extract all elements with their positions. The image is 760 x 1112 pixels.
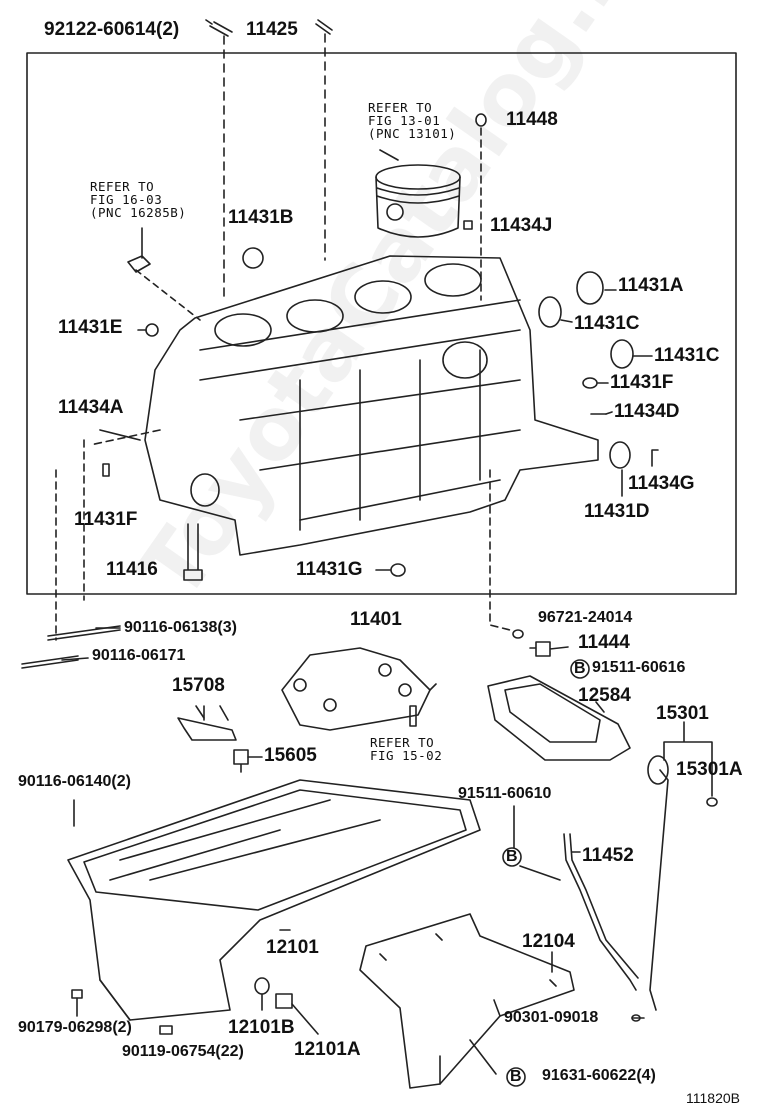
plug-11431F-l-drawing [102,463,110,477]
part-label-90116-06171: 90116-06171 [92,647,186,664]
baffle-12584-drawing [487,675,631,761]
stud-90116-06171-drawing [21,655,79,669]
part-label-92122-60614: 92122-60614(2) [44,19,180,40]
part-label-15605: 15605 [264,745,317,766]
leader-11434A [99,429,141,441]
part-label-11431B: 11431B [228,207,294,228]
figure-id: 111820B [686,1090,740,1106]
part-label-12101: 12101 [266,937,319,958]
leader-90116-06171 [61,657,89,661]
part-label-11431C-2: 11431C [654,345,720,366]
plug-11434J-drawing [463,220,473,230]
part-label-11431D: 11431D [584,501,650,522]
bolt-11416-drawing [183,523,203,581]
part-label-11431F-left: 11431F [74,509,138,530]
washer-90301-drawing [631,1014,641,1022]
dipstick-handle-drawing [647,755,669,785]
part-label-11431F-right: 11431F [610,372,674,393]
part-label-11434G: 11434G [628,473,695,494]
dipstick-15301-drawing [649,769,669,1011]
leader-12584 [595,701,605,713]
piston-drawing [375,149,461,238]
part-label-11431G: 11431G [296,559,363,580]
leader-right-drain [489,469,511,631]
part-label-11434A: 11434A [58,397,124,418]
part-label-11434D: 11434D [614,401,680,422]
part-label-11431C-1: 11431C [574,313,640,334]
sensor-drawing [127,227,201,321]
part-label-90116-06138: 90116-06138(3) [124,619,237,636]
part-label-15301: 15301 [656,703,709,724]
leader-bolt-B1 [519,865,561,881]
part-label-11431A: 11431A [618,275,684,296]
plug-11431C-2-drawing [610,339,634,369]
part-label-91511-60616: 91511-60616 [592,659,686,676]
part-label-90119-06754: 90119-06754(22) [122,1043,244,1060]
part-label-11431E: 11431E [58,317,123,338]
part-label-11425: 11425 [246,19,298,40]
bolt-B-circle-1 [570,659,590,679]
oring-15301A-drawing [706,797,718,807]
leader-11431C-1 [560,319,573,323]
bolt-92122-drawing [205,19,233,37]
part-label-12104: 12104 [522,931,575,952]
drain-plug-12101A-drawing [275,993,293,1009]
cylinder-block-drawing [89,255,599,556]
plug-11448-drawing [475,113,487,127]
oil-pan-drawing [67,779,481,1021]
part-label-90301-09018: 90301-09018 [504,1009,599,1026]
bolt-B-letter-2: B [506,848,518,865]
bolt-15605-drawing [233,749,249,773]
part-label-12584: 12584 [578,685,631,706]
part-label-11434J: 11434J [490,215,553,236]
bolt-B-letter-3: B [510,1068,522,1085]
part-label-96721-24014: 96721-24014 [538,609,633,626]
plug-11431D-drawing [609,441,631,469]
part-label-91511-60610: 91511-60610 [458,785,552,802]
part-label-15301A: 15301A [676,759,743,780]
leader-91631 [469,1039,497,1075]
engine-block-frame [26,52,737,595]
oil-pump-drawing [281,647,437,731]
part-label-11448: 11448 [506,109,558,130]
bracket-15708-drawing [177,705,237,741]
part-label-11452: 11452 [582,845,634,866]
leader-11434D [605,411,613,415]
plug-11431C-1-drawing [538,296,562,328]
plug-11431F-r-drawing [582,377,598,389]
gasket-12101B-drawing [254,977,270,995]
leader-12101A [291,1003,319,1035]
bolt-B-circle-2 [502,847,522,867]
part-label-12101A: 12101A [294,1039,361,1060]
plug-11431A-drawing [576,271,604,305]
bolt-B-letter-1: B [574,660,586,677]
refer-note-oil-pump: REFER TO FIG 15-02 [370,735,443,763]
part-label-90116-06140: 90116-06140(2) [18,773,131,790]
protector-12104-drawing [359,913,575,1089]
bolt-B-circle-3 [506,1067,526,1087]
part-label-11416: 11416 [106,559,158,580]
part-label-90179-06298: 90179-06298(2) [18,1019,132,1036]
part-label-11401: 11401 [350,609,402,630]
pin-11434G-drawing [651,449,659,467]
nut-90179-drawing [71,989,83,999]
plug-11431G-drawing [390,563,406,577]
refer-note-sensor: REFER TO FIG 16-03 (PNC 16285B) [90,179,187,220]
leader-15301 [663,721,713,797]
switch-11444-drawing [529,641,569,657]
part-label-15708: 15708 [172,675,225,696]
part-label-91631-60622: 91631-60622(4) [542,1067,656,1084]
plug-11431B-drawing [242,247,264,269]
gasket-96721-drawing [512,629,524,639]
guide-11452-drawing [563,833,639,991]
stud-11425-drawing [315,19,333,35]
refer-note-piston: REFER TO FIG 13-01 (PNC 13101) [368,100,457,141]
part-label-12101B: 12101B [228,1017,295,1038]
bolt-90119-drawing [159,1025,173,1035]
part-label-11444: 11444 [578,632,630,653]
pump-fitting-drawing [409,705,417,727]
plug-11431E-drawing [145,323,159,337]
